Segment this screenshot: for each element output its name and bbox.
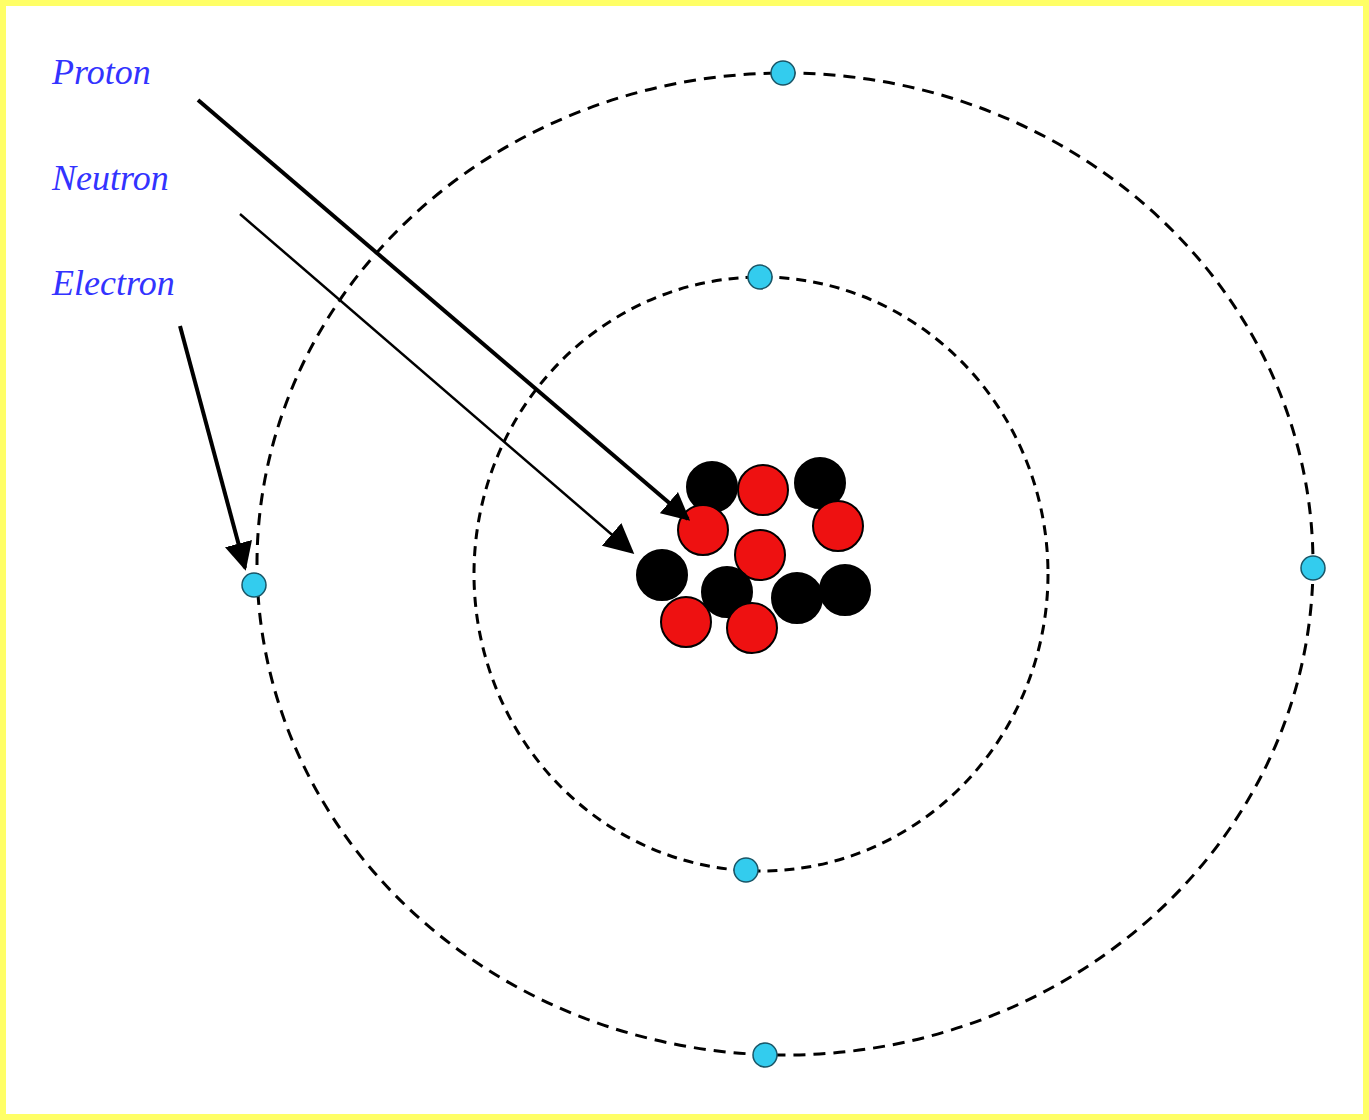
part-label: Proton xyxy=(52,54,151,90)
outer-orbit xyxy=(257,73,1313,1055)
nucleus xyxy=(637,458,870,653)
part-label: Neutron xyxy=(52,160,169,196)
electrons xyxy=(242,61,1325,1067)
inner-orbit xyxy=(474,277,1048,871)
leader-arrows xyxy=(180,100,688,568)
part-label: Electron xyxy=(52,265,175,301)
